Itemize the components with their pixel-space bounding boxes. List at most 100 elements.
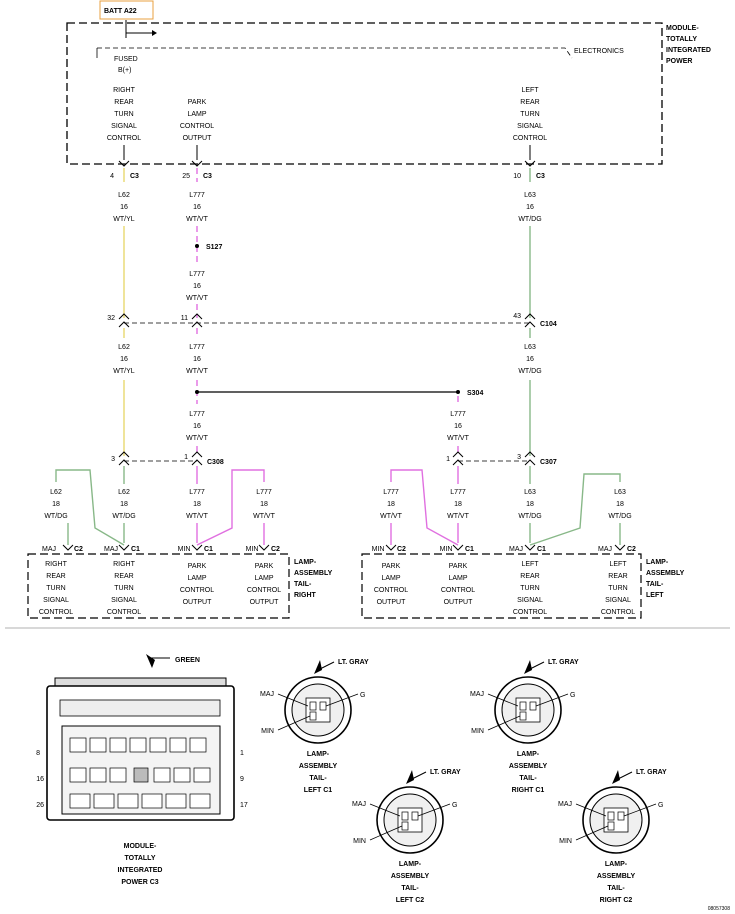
lamp-pin-func: MAJ (42, 546, 56, 553)
terminal-block (603, 807, 629, 833)
connector-pin-icon (452, 451, 464, 466)
tipm-c3-connector-view: GREEN 8 16 26 (36, 654, 248, 886)
connector-pin-icon (191, 313, 203, 328)
wire-id: L63 (524, 192, 536, 199)
wire-color: WT/DG (518, 368, 541, 375)
lamp-pin-icon (452, 544, 464, 551)
lamp-pin-text: LAMP (187, 575, 206, 582)
cavity-label: G (570, 692, 575, 699)
connector-view-title: INTEGRATED (118, 867, 163, 874)
connector-top-ridge (54, 677, 227, 687)
connector-view-title: TAIL- (401, 885, 419, 892)
connector-pin-number: 8 (36, 750, 40, 757)
lamp-pin-conn: C1 (131, 546, 140, 553)
connector-pin-number: 26 (36, 802, 44, 809)
fused-label: FUSED (114, 56, 138, 63)
connector-pin-icon (524, 451, 536, 466)
lamp-right-wire-labels: L62 18 WT/DG L62 18 WT/DG L777 18 WT/VT … (44, 489, 275, 520)
leader-lines (487, 693, 569, 731)
lamp-left-name: LEFT (646, 592, 664, 599)
pin-number: 4 (110, 173, 114, 180)
wire-gauge: 18 (387, 501, 395, 508)
lamp-pin-text: PARK (382, 563, 401, 570)
lamp-pin-text: CONTROL (513, 609, 547, 616)
wire-color: WT/VT (186, 216, 208, 223)
lamp-pin-conn: C1 (537, 546, 546, 553)
module-pin-icon (524, 145, 536, 167)
lamp-pin-text: CONTROL (39, 609, 73, 616)
module-output-line: CONTROL (513, 135, 547, 142)
connector-view-title: LEFT C1 (304, 787, 332, 794)
wire-gauge: 16 (454, 423, 462, 430)
terminal-cavity (129, 737, 147, 753)
lamp-pin-text: OUTPUT (377, 599, 407, 606)
lamp-left-name: LAMP- (646, 559, 669, 566)
connector-pin-number: 1 (240, 750, 244, 757)
splice-dot (456, 390, 460, 394)
wire-id: L777 (189, 489, 205, 496)
connector-view-title: ASSEMBLY (299, 763, 338, 770)
wire-color: WT/DG (518, 216, 541, 223)
wire-id: L63 (524, 344, 536, 351)
module-name-line: MODULE- (666, 25, 699, 32)
lamp-pin-text: SIGNAL (43, 597, 69, 604)
module-output-line: CONTROL (107, 135, 141, 142)
connector-view-title: TOTALLY (125, 855, 156, 862)
batt-label-box (99, 0, 154, 20)
lamp-pin-func: MIN (178, 546, 191, 553)
cavity-label: MAJ (352, 801, 366, 808)
terminal-cavity (89, 737, 107, 753)
module-output-line: CONTROL (180, 123, 214, 130)
lamp-connector-view-left-c1: LT. GRAY MAJ G MIN (260, 659, 369, 744)
terminal-cavity (93, 793, 115, 809)
wire-gauge: 16 (120, 204, 128, 211)
wire-color: WT/VT (447, 513, 469, 520)
leader-lines (369, 803, 451, 841)
wire-color: WT/DG (608, 513, 631, 520)
wire-gauge: 18 (52, 501, 60, 508)
connector-pin-icon (191, 451, 203, 466)
lamp-pin-text: LAMP (448, 575, 467, 582)
wire-l62-c2 (55, 469, 125, 546)
lamp-connector-view-right-c1: LT. GRAY MAJ G MIN (470, 659, 579, 744)
lamp-pin-text: LEFT (609, 561, 627, 568)
lamp-pin-func: MAJ (509, 546, 523, 553)
lamp-left-name: ASSEMBLY (646, 570, 685, 577)
connector-view-title: TAIL- (607, 885, 625, 892)
lamp-right-outline (27, 553, 290, 619)
module-output-left: LEFT REAR TURN SIGNAL CONTROL (513, 87, 547, 142)
connector-view-title: ASSEMBLY (509, 763, 548, 770)
terminal-cavity (69, 793, 91, 809)
terminal-cavity (89, 767, 107, 783)
module-output-line: PARK (188, 99, 207, 106)
wire-gauge: 18 (526, 501, 534, 508)
lamp-pin-func: MIN (246, 546, 259, 553)
terminal-cavity (309, 711, 317, 721)
connector-view-title: POWER C3 (121, 879, 158, 886)
lamp-pin-text: RIGHT (113, 561, 136, 568)
connector-view-title: LAMP- (399, 861, 422, 868)
lamp-right-name: RIGHT (294, 592, 317, 599)
terminal-block (397, 807, 423, 833)
leader-lines (575, 803, 657, 841)
connector-view-title: TAIL- (309, 775, 327, 782)
lamp-pin-func: MAJ (598, 546, 612, 553)
wire-id: L63 (614, 489, 626, 496)
cavity-label: MIN (353, 838, 366, 845)
figure-id: 08057308 (708, 906, 730, 912)
terminal-cavity (173, 767, 191, 783)
lamp-pin-text: PARK (255, 563, 274, 570)
batt-arrow-icon (152, 30, 157, 36)
lamp-pin-text: CONTROL (107, 609, 141, 616)
color-arrow-icon (612, 770, 620, 784)
module-output-line: REAR (114, 99, 133, 106)
wire-color: WT/DG (112, 513, 135, 520)
lamp-pin-text: SIGNAL (111, 597, 137, 604)
wire-color: WT/VT (186, 368, 208, 375)
lamp-pin-text: CONTROL (247, 587, 281, 594)
lamp-right-name: TAIL- (294, 581, 312, 588)
lamp-pin-conn: C2 (74, 546, 83, 553)
wire-gauge: 18 (120, 501, 128, 508)
lamp-pin-icon (191, 544, 203, 551)
